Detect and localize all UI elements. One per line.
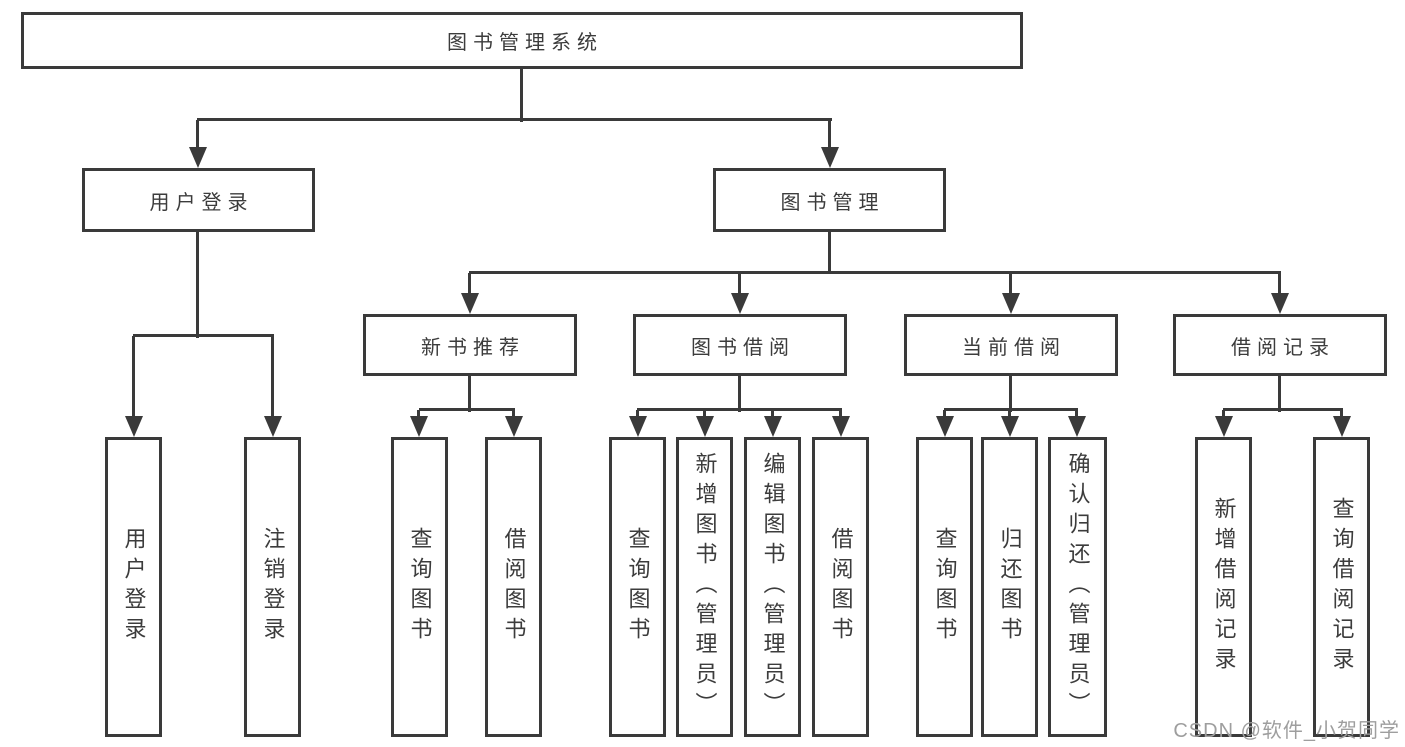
- connector-line: [197, 118, 832, 121]
- connector-line: [196, 120, 199, 149]
- node-label: 用户登录: [149, 191, 254, 214]
- leaf-borrow-books-borrowing: 借阅图书: [812, 437, 869, 737]
- arrow-down-icon: [821, 147, 839, 168]
- connector-line: [520, 69, 523, 122]
- leaf-borrow-books-recommendation: 借阅图书: [485, 437, 542, 737]
- connector-line: [132, 336, 135, 418]
- arrow-down-icon: [1068, 416, 1086, 437]
- node-label: 查询借阅记录: [1329, 497, 1355, 677]
- arrow-down-icon: [696, 416, 714, 437]
- arrow-down-icon: [505, 416, 523, 437]
- node-label: 查询图书: [625, 527, 651, 647]
- arrow-down-icon: [189, 147, 207, 168]
- leaf-logout: 注销登录: [244, 437, 301, 737]
- leaf-add-borrow-record: 新增借阅记录: [1195, 437, 1252, 737]
- leaf-edit-books-admin: 编辑图书（管理员）: [744, 437, 801, 737]
- arrow-down-icon: [410, 416, 428, 437]
- node-label: 借阅图书: [501, 527, 527, 647]
- node-label: 当前借阅: [962, 336, 1066, 359]
- node-label: 注销登录: [260, 527, 286, 647]
- connector-line: [738, 273, 741, 295]
- connector-line: [828, 232, 831, 274]
- connector-line: [133, 334, 274, 337]
- node-book-management: 图书管理: [713, 168, 946, 232]
- connector-line: [738, 376, 741, 412]
- connector-line: [512, 410, 515, 418]
- arrow-down-icon: [936, 416, 954, 437]
- connector-line: [1009, 376, 1012, 412]
- arrow-down-icon: [125, 416, 143, 437]
- node-label: 图书管理: [780, 191, 885, 214]
- connector-line: [468, 273, 471, 295]
- node-borrowing-records: 借阅记录: [1173, 314, 1387, 376]
- connector-line: [196, 232, 199, 338]
- node-label: 图书管理系统: [447, 32, 603, 54]
- node-label: 新增借阅记录: [1211, 497, 1237, 677]
- connector-line: [828, 120, 831, 149]
- arrow-down-icon: [1001, 416, 1019, 437]
- node-label: 图书借阅: [691, 336, 795, 359]
- node-label: 编辑图书（管理员）: [760, 452, 786, 722]
- leaf-query-books-borrowing: 查询图书: [609, 437, 666, 737]
- leaf-query-books-current: 查询图书: [916, 437, 973, 737]
- leaf-confirm-return-admin: 确认归还（管理员）: [1048, 437, 1107, 737]
- connector-line: [943, 410, 946, 418]
- connector-line: [636, 410, 639, 418]
- connector-line: [1009, 273, 1012, 295]
- connector-line: [1222, 410, 1225, 418]
- node-label: 查询图书: [407, 527, 433, 647]
- connector-line: [1278, 273, 1281, 295]
- leaf-add-books-admin: 新增图书（管理员）: [676, 437, 733, 737]
- node-new-book-recommendation: 新书推荐: [363, 314, 577, 376]
- node-user-login: 用户登录: [82, 168, 315, 232]
- connector-line: [1008, 410, 1011, 418]
- node-label: 确认归还（管理员）: [1065, 452, 1091, 722]
- arrow-down-icon: [264, 416, 282, 437]
- connector-line: [469, 271, 1281, 274]
- connector-line: [271, 336, 274, 418]
- connector-line: [1223, 408, 1343, 411]
- node-book-borrowing: 图书借阅: [633, 314, 847, 376]
- leaf-user-login: 用户登录: [105, 437, 162, 737]
- arrow-down-icon: [1215, 416, 1233, 437]
- arrow-down-icon: [1002, 293, 1020, 314]
- node-current-borrowing: 当前借阅: [904, 314, 1118, 376]
- connector-line: [1340, 410, 1343, 418]
- connector-line: [468, 376, 471, 412]
- node-label: 归还图书: [997, 527, 1023, 647]
- arrow-down-icon: [1333, 416, 1351, 437]
- node-label: 新书推荐: [421, 336, 525, 359]
- leaf-query-books-recommendation: 查询图书: [391, 437, 448, 737]
- node-label: 查询图书: [932, 527, 958, 647]
- arrow-down-icon: [731, 293, 749, 314]
- arrow-down-icon: [461, 293, 479, 314]
- leaf-return-books: 归还图书: [981, 437, 1038, 737]
- node-label: 用户登录: [121, 527, 147, 647]
- connector-line: [419, 408, 515, 411]
- connector-line: [1075, 410, 1078, 418]
- arrow-down-icon: [629, 416, 647, 437]
- node-label: 借阅图书: [828, 527, 854, 647]
- connector-line: [703, 410, 706, 418]
- node-library-management-system: 图书管理系统: [21, 12, 1023, 69]
- watermark: CSDN @软件_小贺同学: [1173, 720, 1400, 742]
- node-label: 新增图书（管理员）: [692, 452, 718, 722]
- node-label: 借阅记录: [1231, 336, 1335, 359]
- connector-line: [417, 410, 420, 418]
- arrow-down-icon: [1271, 293, 1289, 314]
- connector-line: [1278, 376, 1281, 412]
- leaf-query-borrow-record: 查询借阅记录: [1313, 437, 1370, 737]
- connector-line: [771, 410, 774, 418]
- arrow-down-icon: [764, 416, 782, 437]
- arrow-down-icon: [832, 416, 850, 437]
- connector-line: [839, 410, 842, 418]
